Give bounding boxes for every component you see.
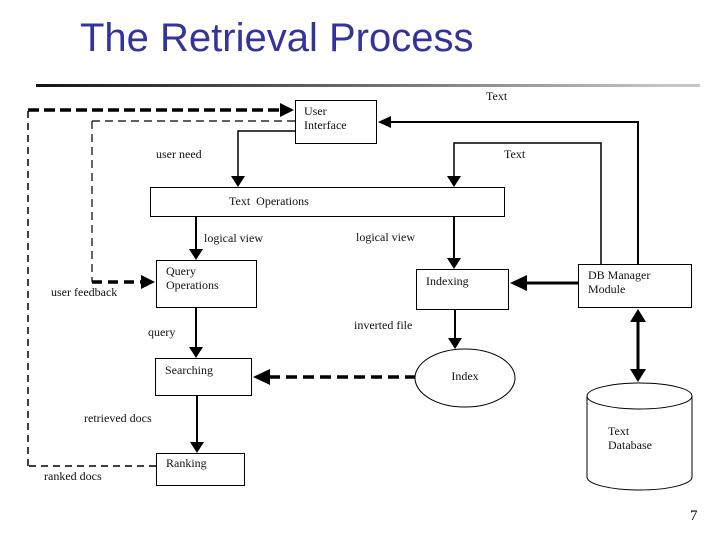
- page-title: The Retrieval Process: [80, 16, 474, 60]
- title-divider: [36, 84, 700, 87]
- label-logical-view-left: logical view: [204, 231, 263, 245]
- node-index-label: Index: [451, 369, 479, 383]
- cylinder-top: [586, 382, 693, 410]
- query-arrowhead: [189, 347, 203, 358]
- node-text-operations: Text Operations: [150, 187, 505, 217]
- label-query: query: [148, 325, 176, 339]
- label-retrieved-docs: retrieved docs: [84, 411, 152, 425]
- index-ellipse: [414, 348, 516, 408]
- node-ranking: Ranking: [156, 453, 245, 486]
- node-searching: Searching: [155, 358, 252, 396]
- dbmanager-indexing-arrowhead: [510, 275, 527, 291]
- user-need-arrowhead: [231, 176, 245, 187]
- ranked-docs-arrowhead: [280, 103, 294, 117]
- page-number: 7: [690, 508, 698, 524]
- logical-view-left-arrowhead: [189, 249, 203, 260]
- node-text-database-label: Text Database: [608, 424, 652, 452]
- text-database-cylinder: [586, 382, 693, 491]
- database-down-arrowhead: [630, 369, 646, 382]
- label-text-mid: Text: [504, 147, 526, 161]
- node-searching-label: Searching: [165, 363, 213, 377]
- database-up-arrowhead: [630, 309, 646, 322]
- retrieved-docs-arrowhead: [190, 442, 204, 453]
- node-query-operations-label: Query Operations: [166, 264, 219, 292]
- node-indexing-label: Indexing: [426, 274, 469, 288]
- label-text-top: Text: [486, 89, 508, 103]
- node-user-interface-label: User Interface: [304, 104, 347, 132]
- index-searching-arrowhead: [253, 369, 270, 385]
- label-inverted-file: inverted file: [354, 318, 413, 332]
- node-indexing: Indexing: [416, 269, 509, 310]
- node-db-manager-module: DB Manager Module: [578, 264, 692, 308]
- text-line-mid: [453, 142, 602, 264]
- node-ranking-label: Ranking: [166, 456, 207, 470]
- inverted-file-arrowhead: [448, 338, 462, 349]
- user-need-line: [237, 130, 295, 177]
- logical-view-right-arrowhead: [447, 258, 461, 269]
- user-feedback-arrowhead: [141, 275, 155, 289]
- node-query-operations: Query Operations: [156, 260, 257, 308]
- cylinder-sides: [586, 396, 693, 477]
- label-ranked-docs: ranked docs: [44, 469, 102, 483]
- label-user-feedback: user feedback: [51, 285, 118, 299]
- node-text-operations-label: Text Operations: [229, 194, 309, 208]
- text-line-right: [391, 121, 639, 264]
- node-user-interface: User Interface: [295, 100, 377, 144]
- label-user-need: user need: [156, 147, 202, 161]
- label-logical-view-right: logical view: [356, 230, 415, 244]
- text-mid-arrowhead: [447, 176, 461, 187]
- text-right-arrowhead: [378, 116, 391, 128]
- node-db-manager-module-label: DB Manager Module: [588, 268, 654, 296]
